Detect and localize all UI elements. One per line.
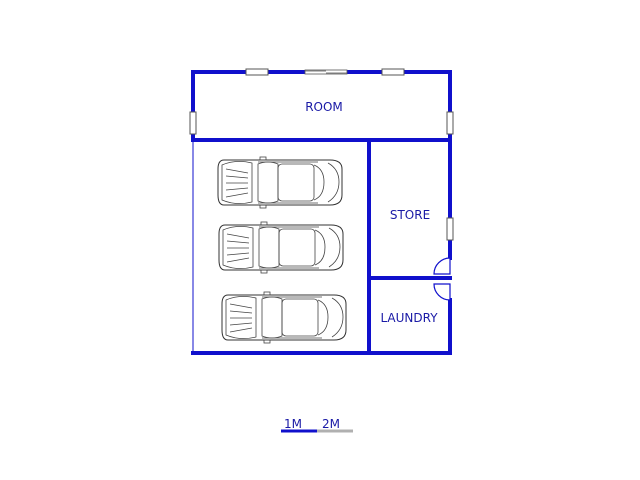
scale-bar: 1M 2M	[281, 417, 353, 433]
scale-label-2m: 2M	[322, 417, 340, 431]
window-room-left	[189, 111, 197, 135]
room-label: ROOM	[305, 100, 343, 114]
car-2	[218, 221, 344, 274]
car-1	[217, 156, 343, 209]
store-door	[433, 257, 451, 275]
laundry-door	[433, 283, 451, 301]
sliding-door-top	[304, 69, 348, 75]
scale-label-1m: 1M	[284, 417, 302, 431]
doors	[433, 257, 451, 301]
store-label: STORE	[390, 208, 430, 222]
car-3	[221, 291, 347, 344]
walls	[191, 70, 452, 355]
windows	[189, 68, 454, 241]
window-top-right	[381, 68, 405, 76]
window-store-right	[446, 217, 454, 241]
window-room-right	[446, 111, 454, 135]
parking-cars	[217, 156, 347, 344]
window-top-left	[245, 68, 269, 76]
laundry-label: LAUNDRY	[380, 311, 438, 325]
